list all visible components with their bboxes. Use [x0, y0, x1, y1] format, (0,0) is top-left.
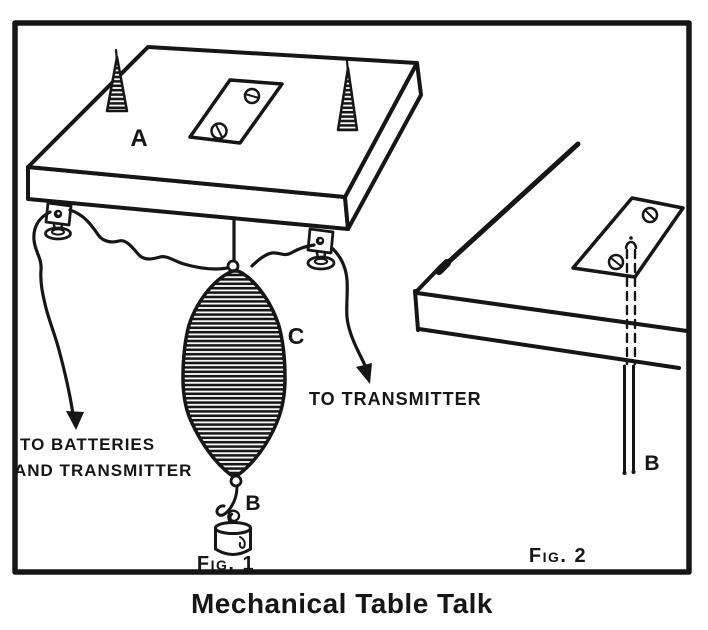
screw-slot — [215, 124, 223, 138]
weight — [214, 509, 252, 556]
guide-plate — [571, 196, 685, 279]
note-to-batteries: TO BATTERIES — [20, 435, 155, 454]
label-a: A — [130, 125, 147, 152]
binding-post-left — [44, 201, 73, 241]
weight-wire-loop — [227, 509, 241, 526]
label-b-fig1: B — [245, 492, 260, 515]
screw-head — [243, 87, 261, 105]
screw-slot — [610, 257, 622, 267]
rod-cap — [624, 240, 638, 250]
wires — [32, 208, 370, 416]
fig1 — [26, 45, 423, 556]
wire-left-to-coil — [68, 208, 232, 271]
table-back-edge — [440, 141, 581, 270]
drawing — [12, 20, 692, 575]
contact-plate — [188, 78, 284, 145]
table-front-top-edge — [415, 291, 689, 333]
screw-slot — [244, 93, 260, 99]
arrow-down-right-icon — [356, 363, 372, 384]
push-rod — [622, 236, 638, 475]
caption-fig1: Fig. 1 — [197, 553, 255, 575]
label-c: C — [288, 323, 305, 349]
arrow-down-icon — [66, 411, 84, 430]
screw-head — [607, 253, 625, 271]
screw-head — [641, 206, 659, 224]
lettering: A C B B TO BATTERIES AND TRANSMITTER TO … — [14, 125, 660, 619]
weight-shading — [238, 536, 246, 549]
fig2 — [413, 141, 689, 475]
coil — [181, 269, 287, 477]
rod-visible — [622, 364, 636, 475]
border-frame — [12, 20, 692, 575]
page-title: Mechanical Table Talk — [191, 588, 493, 619]
hook-rod — [215, 474, 243, 517]
note-to-transmitter: TO TRANSMITTER — [309, 389, 482, 409]
wire-coil-to-right — [250, 243, 316, 268]
screw-head — [210, 122, 228, 140]
wire-to-batteries — [32, 210, 75, 416]
note-and-transmitter: AND TRANSMITTER — [14, 461, 192, 480]
table-front-bottom-edge — [417, 327, 681, 370]
screw-slot — [644, 209, 656, 221]
caption-fig2: Fig. 2 — [529, 545, 587, 567]
label-b-fig2: B — [644, 452, 659, 475]
rod-hidden-dashed — [625, 248, 637, 366]
suspension-rod — [226, 219, 240, 273]
binding-post-right — [306, 227, 336, 271]
wire-to-transmitter — [331, 247, 370, 374]
